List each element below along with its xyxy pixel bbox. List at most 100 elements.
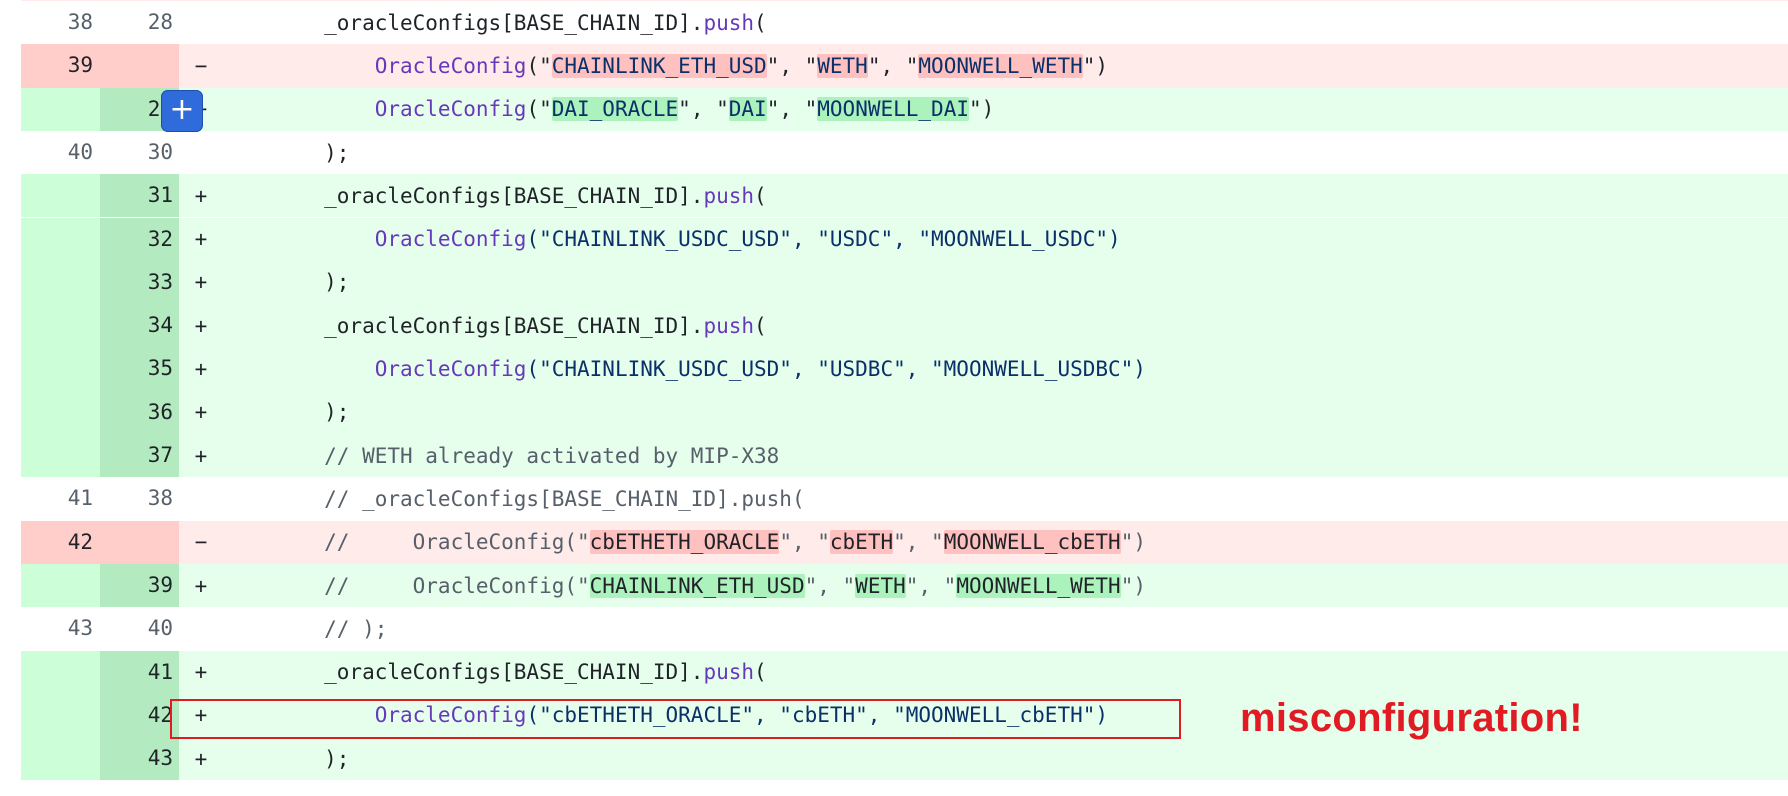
diff-marker: + (194, 573, 208, 598)
code-line: // ); (223, 617, 1788, 641)
new-line-number[interactable]: 31 (100, 174, 179, 218)
diff-marker: + (194, 313, 208, 338)
code-token: ); (223, 140, 350, 165)
old-line-number[interactable]: 41 (67, 486, 93, 511)
new-line-number[interactable] (100, 520, 179, 564)
old-line-number[interactable] (21, 217, 100, 261)
old-line-number[interactable] (21, 650, 100, 694)
new-line-number[interactable]: 28 (147, 10, 173, 34)
code-token: ") (1120, 573, 1146, 598)
code-token (223, 97, 375, 121)
code-line: _oracleConfigs[BASE_CHAIN_ID].push( (223, 184, 1788, 208)
code-token: ( (754, 313, 767, 338)
new-line-number[interactable]: 33 (100, 260, 179, 305)
new-line-number[interactable]: 38 (147, 486, 173, 511)
new-line-number[interactable]: 37 (100, 434, 179, 478)
code-token: WETH (817, 53, 868, 78)
code-line: ); (223, 747, 1788, 771)
code-token: MOONWELL_cbETH (943, 530, 1121, 555)
code-line: // _oracleConfigs[BASE_CHAIN_ID].push( (223, 487, 1788, 511)
code-line: ); (223, 270, 1788, 294)
code-token: ") (968, 97, 995, 122)
code-token: push (703, 183, 755, 208)
code-token: _oracleConfigs[BASE_CHAIN_ID]. (223, 183, 704, 208)
new-line-number[interactable]: 30 (147, 139, 173, 164)
new-line-number[interactable]: 36 (100, 390, 179, 434)
code-token: ); (223, 746, 350, 771)
code-line: ); (223, 141, 1788, 165)
code-token: // _oracleConfigs[BASE_CHAIN_ID].push( (223, 486, 805, 511)
code-line: OracleConfig("CHAINLINK_ETH_USD", "WETH"… (223, 53, 1788, 78)
context-line: 40 30 ); (21, 130, 1788, 175)
code-token: ", " (804, 573, 856, 598)
new-line-number[interactable]: 34 (100, 304, 179, 348)
old-line-number[interactable]: 39 (21, 44, 100, 88)
new-line-number[interactable]: 43 (100, 737, 179, 781)
old-line-number[interactable]: 43 (67, 616, 93, 641)
old-line-number[interactable] (21, 347, 100, 391)
added-line: 42+ OracleConfig("cbETHETH_ORACLE", "cbE… (21, 693, 1788, 738)
annotation-highlight-box (170, 699, 1181, 739)
code-token: CHAINLINK_ETH_USD (551, 53, 767, 78)
code-line: // WETH already activated by MIP-X38 (223, 444, 1788, 468)
code-line: OracleConfig("DAI_ORACLE", "DAI", "MOONW… (223, 97, 1788, 122)
code-token: MOONWELL_DAI (817, 97, 969, 122)
code-token: ( (754, 183, 767, 208)
code-token: // OracleConfig(" (223, 530, 590, 555)
old-line-number[interactable] (21, 693, 100, 738)
diff-marker: + (194, 746, 208, 771)
add-comment-button[interactable]: + (161, 90, 203, 132)
code-token: (" (526, 53, 552, 78)
code-token: OracleConfig (374, 227, 527, 252)
old-line-number[interactable] (21, 304, 100, 348)
old-line-number[interactable] (21, 174, 100, 218)
code-token: OracleConfig (374, 53, 527, 78)
diff-marker: + (194, 357, 208, 382)
code-line: OracleConfig("CHAINLINK_USDC_USD", "USDB… (223, 357, 1788, 381)
old-line-number[interactable] (21, 260, 100, 305)
code-line: ); (223, 400, 1788, 424)
code-token: ") (1120, 530, 1146, 555)
code-token: ", " (905, 573, 957, 598)
new-line-number[interactable]: 41 (100, 650, 179, 694)
code-token: DAI_ORACLE (551, 97, 679, 122)
new-line-number[interactable]: 35 (100, 347, 179, 391)
code-token: OracleConfig (374, 357, 527, 382)
new-line-number[interactable]: 42 (100, 693, 179, 738)
code-line: _oracleConfigs[BASE_CHAIN_ID].push( (223, 11, 1788, 35)
new-line-number[interactable]: 39 (100, 563, 179, 608)
misconfiguration-annotation: misconfiguration! (1240, 696, 1583, 740)
code-token: push (703, 10, 755, 35)
old-line-number[interactable]: 38 (67, 10, 93, 34)
old-line-number[interactable] (21, 434, 100, 478)
added-line: 37+ // WETH already activated by MIP-X38 (21, 434, 1788, 478)
code-line: _oracleConfigs[BASE_CHAIN_ID].push( (223, 660, 1788, 684)
code-token: _oracleConfigs[BASE_CHAIN_ID]. (223, 313, 704, 338)
added-line: 29+ OracleConfig("DAI_ORACLE", "DAI", "M… (21, 87, 1788, 131)
old-line-number[interactable] (21, 390, 100, 434)
new-line-number[interactable]: 32 (100, 217, 179, 261)
diff-marker: + (194, 400, 208, 425)
added-line: 31+ _oracleConfigs[BASE_CHAIN_ID].push( (21, 174, 1788, 218)
added-line: 36 + ); (21, 390, 1788, 434)
old-line-number[interactable] (21, 87, 100, 131)
code-line: // OracleConfig("cbETHETH_ORACLE", "cbET… (223, 530, 1788, 555)
code-token: OracleConfig (374, 703, 527, 728)
new-line-number[interactable]: 40 (147, 616, 173, 641)
deleted-line: 39− OracleConfig("CHAINLINK_ETH_USD", "W… (21, 44, 1788, 88)
deleted-line: 42− // OracleConfig("cbETHETH_ORACLE", "… (21, 520, 1788, 564)
old-line-number[interactable] (21, 563, 100, 608)
added-line: 41+ _oracleConfigs[BASE_CHAIN_ID].push( (21, 650, 1788, 694)
old-line-number[interactable]: 40 (67, 139, 93, 164)
code-token: ( (754, 10, 767, 35)
code-token: push (703, 660, 755, 685)
code-token: ", " (678, 97, 729, 122)
code-token: // WETH already activated by MIP-X38 (223, 443, 780, 468)
code-token: WETH (855, 573, 906, 598)
code-token: cbETH (829, 530, 894, 555)
code-token (223, 357, 375, 381)
old-line-number[interactable]: 42 (21, 520, 100, 564)
code-token: OracleConfig (374, 97, 527, 122)
new-line-number[interactable] (100, 44, 179, 88)
old-line-number[interactable] (21, 737, 100, 781)
